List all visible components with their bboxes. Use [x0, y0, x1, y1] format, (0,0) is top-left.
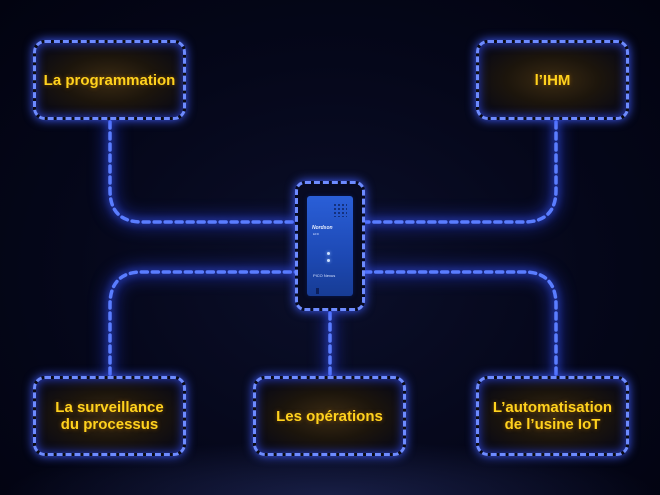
node-label-programmation: La programmation [43, 71, 176, 89]
connector-ihm [364, 120, 558, 224]
node-label-operations: Les opérations [276, 407, 383, 425]
node-operations: Les opérations [253, 376, 406, 456]
status-led-icon [327, 252, 330, 255]
node-label-automatisation: L’automatisation de l’usine IoT [492, 399, 613, 433]
node-automatisation: L’automatisation de l’usine IoT [476, 376, 629, 456]
connector-surveillance [108, 270, 298, 376]
device-brand: Nordson [312, 225, 333, 231]
power-led-icon [327, 259, 330, 262]
node-surveillance: La surveillance du processus [33, 376, 186, 456]
device-vent-icon [333, 203, 347, 217]
device-port-icon [316, 288, 319, 294]
node-programmation: La programmation [33, 40, 186, 120]
node-ihm: l’IHM [476, 40, 629, 120]
connector-automatisation [364, 270, 558, 376]
controller-device: Nordson EFD PICO Nexus [307, 196, 353, 296]
connector-programmation [108, 120, 298, 224]
node-label-ihm: l’IHM [534, 71, 571, 89]
node-label-surveillance: La surveillance du processus [55, 399, 164, 433]
device-model: PICO Nexus [313, 273, 336, 278]
device-brand-sub: EFD [313, 232, 319, 236]
